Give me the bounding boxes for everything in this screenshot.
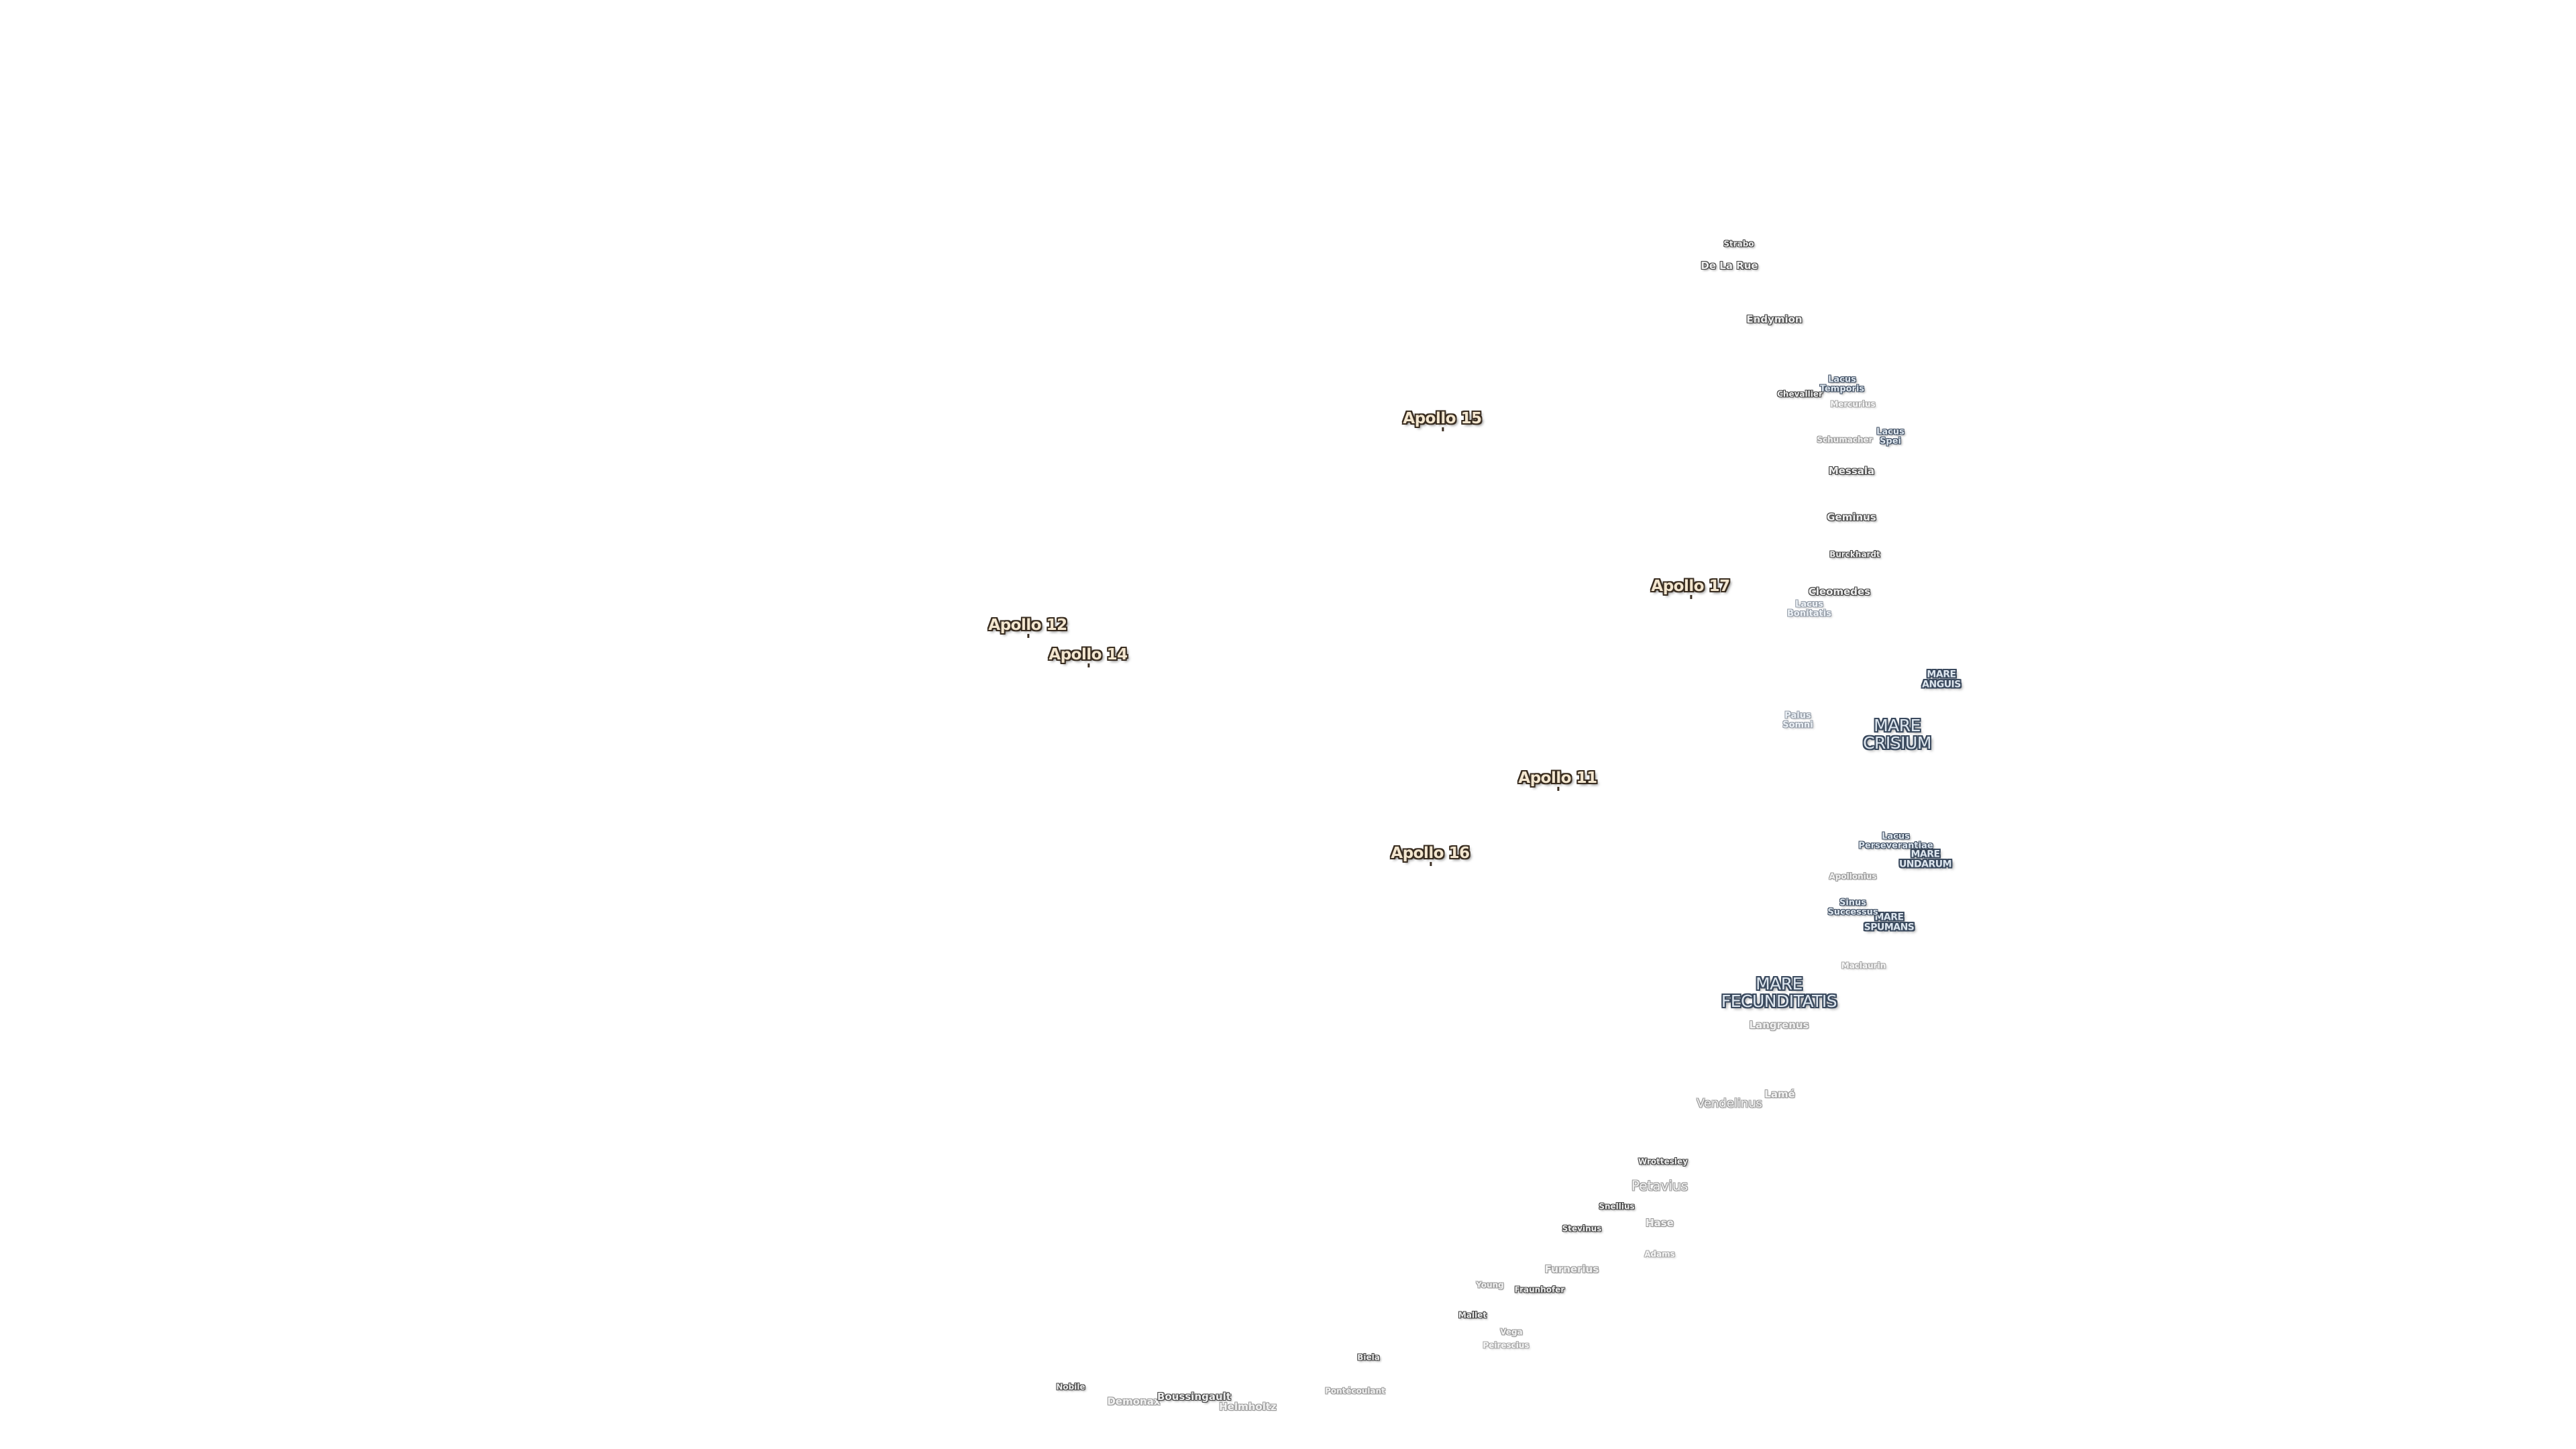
sinus-successus-line1: Sinus (1839, 898, 1867, 908)
crater-nobile-label[interactable]: Nobile (1056, 1382, 1085, 1392)
mare-anguis-line2: ANGUIS (1922, 679, 1961, 690)
crater-wrottesley-label[interactable]: Wrottesley (1638, 1157, 1688, 1167)
mare-spumans-line1: MARE (1874, 912, 1904, 923)
crater-apollonius-label[interactable]: Apollonius (1829, 871, 1877, 881)
crater-messala-label[interactable]: Messala (1828, 465, 1875, 478)
mare-spumans-line2: SPUMANS (1864, 922, 1915, 932)
crater-maclaurin-label[interactable]: Maclaurin (1841, 961, 1886, 971)
lacus-bonitatis-line2: Bonitatis (1787, 608, 1831, 619)
lacus-temporis-line2: Temporis (1819, 384, 1865, 394)
crater-schumacher-label[interactable]: Schumacher (1817, 435, 1873, 445)
lacus-bonitatis-line1: Lacus (1795, 599, 1823, 610)
lacus-perseverantiae-line2: Perseverantiae (1858, 841, 1933, 851)
lacus-perseverantiae-label[interactable]: Lacus Perseverantiae (1858, 832, 1933, 850)
lacus-bonitatis-label[interactable]: Lacus Bonitatis (1787, 600, 1831, 618)
crater-peirescius-label[interactable]: Peirescius (1483, 1340, 1529, 1350)
lacus-spei-line2: Spei (1880, 436, 1901, 446)
crater-pontecoulant-label[interactable]: Pontécoulant (1325, 1386, 1385, 1396)
crater-adams-label[interactable]: Adams (1644, 1249, 1675, 1259)
lacus-temporis-line1: Lacus (1828, 374, 1856, 385)
lacus-temporis-label[interactable]: Lacus Temporis (1820, 375, 1864, 393)
mare-spumans-label[interactable]: MARE SPUMANS (1864, 912, 1915, 932)
mare-fecunditatis-line2: FECUNDITATIS (1721, 991, 1837, 1011)
crater-langrenus-label[interactable]: Langrenus (1749, 1019, 1809, 1032)
crater-de-la-rue-label[interactable]: De La Rue (1701, 260, 1758, 272)
lacus-spei-label[interactable]: Lacus Spei (1876, 427, 1904, 445)
crater-hase-label[interactable]: Hase (1646, 1217, 1674, 1230)
mare-anguis-label[interactable]: MARE ANGUIS (1922, 669, 1961, 689)
palus-somni-line1: Palus (1784, 710, 1811, 721)
crater-snellius-label[interactable]: Snellius (1599, 1201, 1635, 1212)
mare-undarum-label[interactable]: MARE UNDARUM (1898, 849, 1952, 869)
crater-furnerius-label[interactable]: Furnerius (1544, 1263, 1599, 1276)
apollo-17-label[interactable]: Apollo 17 (1651, 577, 1730, 600)
mare-fecunditatis-line1: MARE (1756, 973, 1803, 994)
lacus-perseverantiae-line1: Lacus (1882, 831, 1910, 842)
crater-geminus-label[interactable]: Geminus (1827, 511, 1876, 524)
crater-fraunhofer-label[interactable]: Fraunhofer (1514, 1285, 1565, 1295)
crater-cleomedes-label[interactable]: Cleomedes (1808, 586, 1871, 598)
sinus-successus-label[interactable]: Sinus Successus (1827, 898, 1878, 916)
mare-anguis-line1: MARE (1927, 669, 1956, 680)
mare-crisium-label[interactable]: MARE CRISIUM (1863, 715, 1931, 753)
sinus-successus-line2: Successus (1827, 907, 1878, 917)
crater-vendelinus-label[interactable]: Vendelinus (1696, 1096, 1763, 1111)
palus-somni-line2: Somni (1782, 720, 1813, 730)
lacus-spei-line1: Lacus (1876, 427, 1904, 437)
mare-fecunditatis-label[interactable]: MARE FECUNDITATIS (1721, 975, 1837, 1011)
crater-chevallier-label[interactable]: Chevallier (1777, 389, 1823, 399)
crater-mercurius-label[interactable]: Mercurius (1830, 399, 1876, 409)
crater-strabo-label[interactable]: Strabo (1723, 239, 1754, 249)
mare-undarum-line1: MARE (1911, 849, 1940, 860)
apollo-15-label[interactable]: Apollo 15 (1403, 409, 1482, 432)
crater-mallet-label[interactable]: Mallet (1458, 1310, 1487, 1320)
mare-crisium-line1: MARE (1874, 715, 1921, 735)
apollo-11-label[interactable]: Apollo 11 (1518, 769, 1597, 792)
crater-burckhardt-label[interactable]: Burckhardt (1829, 549, 1880, 559)
crater-helmholtz-label[interactable]: Helmholtz (1219, 1401, 1277, 1413)
crater-lame-label[interactable]: Lamé (1764, 1088, 1795, 1101)
crater-petavius-label[interactable]: Petavius (1631, 1177, 1688, 1194)
crater-demonax-label[interactable]: Demonax (1107, 1395, 1161, 1408)
crater-stevinus-label[interactable]: Stevinus (1562, 1224, 1602, 1234)
mare-crisium-line2: CRISIUM (1863, 733, 1931, 753)
apollo-16-label[interactable]: Apollo 16 (1391, 844, 1470, 867)
mare-undarum-line2: UNDARUM (1898, 859, 1952, 869)
crater-vega-label[interactable]: Vega (1500, 1327, 1523, 1337)
crater-biela-label[interactable]: Biela (1357, 1352, 1380, 1362)
apollo-14-label[interactable]: Apollo 14 (1049, 645, 1128, 668)
crater-young-label[interactable]: Young (1476, 1280, 1504, 1290)
crater-boussingault-label[interactable]: Boussingault (1157, 1391, 1231, 1403)
crater-endymion-label[interactable]: Endymion (1746, 313, 1803, 326)
palus-somni-label[interactable]: Palus Somni (1782, 711, 1813, 729)
apollo-12-label[interactable]: Apollo 12 (988, 616, 1067, 639)
